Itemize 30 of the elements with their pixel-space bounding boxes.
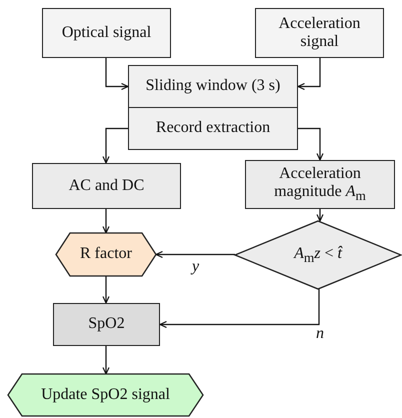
process-box (245, 160, 395, 209)
arrow (105, 58, 129, 90)
node-label: A$_{m}$z < t̂ (292, 244, 344, 266)
arrow (297, 58, 321, 90)
node-label: Sliding window (3 s) (144, 77, 282, 96)
arrow (102, 276, 110, 304)
arrow (298, 128, 324, 161)
process-box (53, 303, 160, 346)
decision-diamond (235, 221, 401, 289)
node-label: Optical signal (60, 24, 152, 42)
arrow (102, 346, 110, 375)
node-label: Update SpO2 signal (40, 386, 171, 404)
input-box (255, 8, 384, 58)
process-box (128, 65, 298, 108)
arrow (316, 209, 324, 222)
node-label: Record extraction (154, 119, 272, 138)
hexagon-node (56, 233, 156, 276)
arrow (155, 250, 235, 258)
node-label: SpO2 (87, 315, 126, 334)
node-label: Acceleration signal (278, 14, 362, 52)
node-label: AC and DC (68, 176, 146, 196)
arrow (102, 209, 110, 234)
arrow (159, 289, 320, 328)
process-box (128, 107, 298, 150)
arrow (102, 128, 128, 164)
process-box (32, 163, 181, 209)
hexagon-node (8, 374, 203, 416)
node-label: Acceleration magnitude A$_{m}$ (273, 165, 367, 204)
node-label: R factor (79, 245, 133, 264)
input-box (42, 8, 171, 58)
